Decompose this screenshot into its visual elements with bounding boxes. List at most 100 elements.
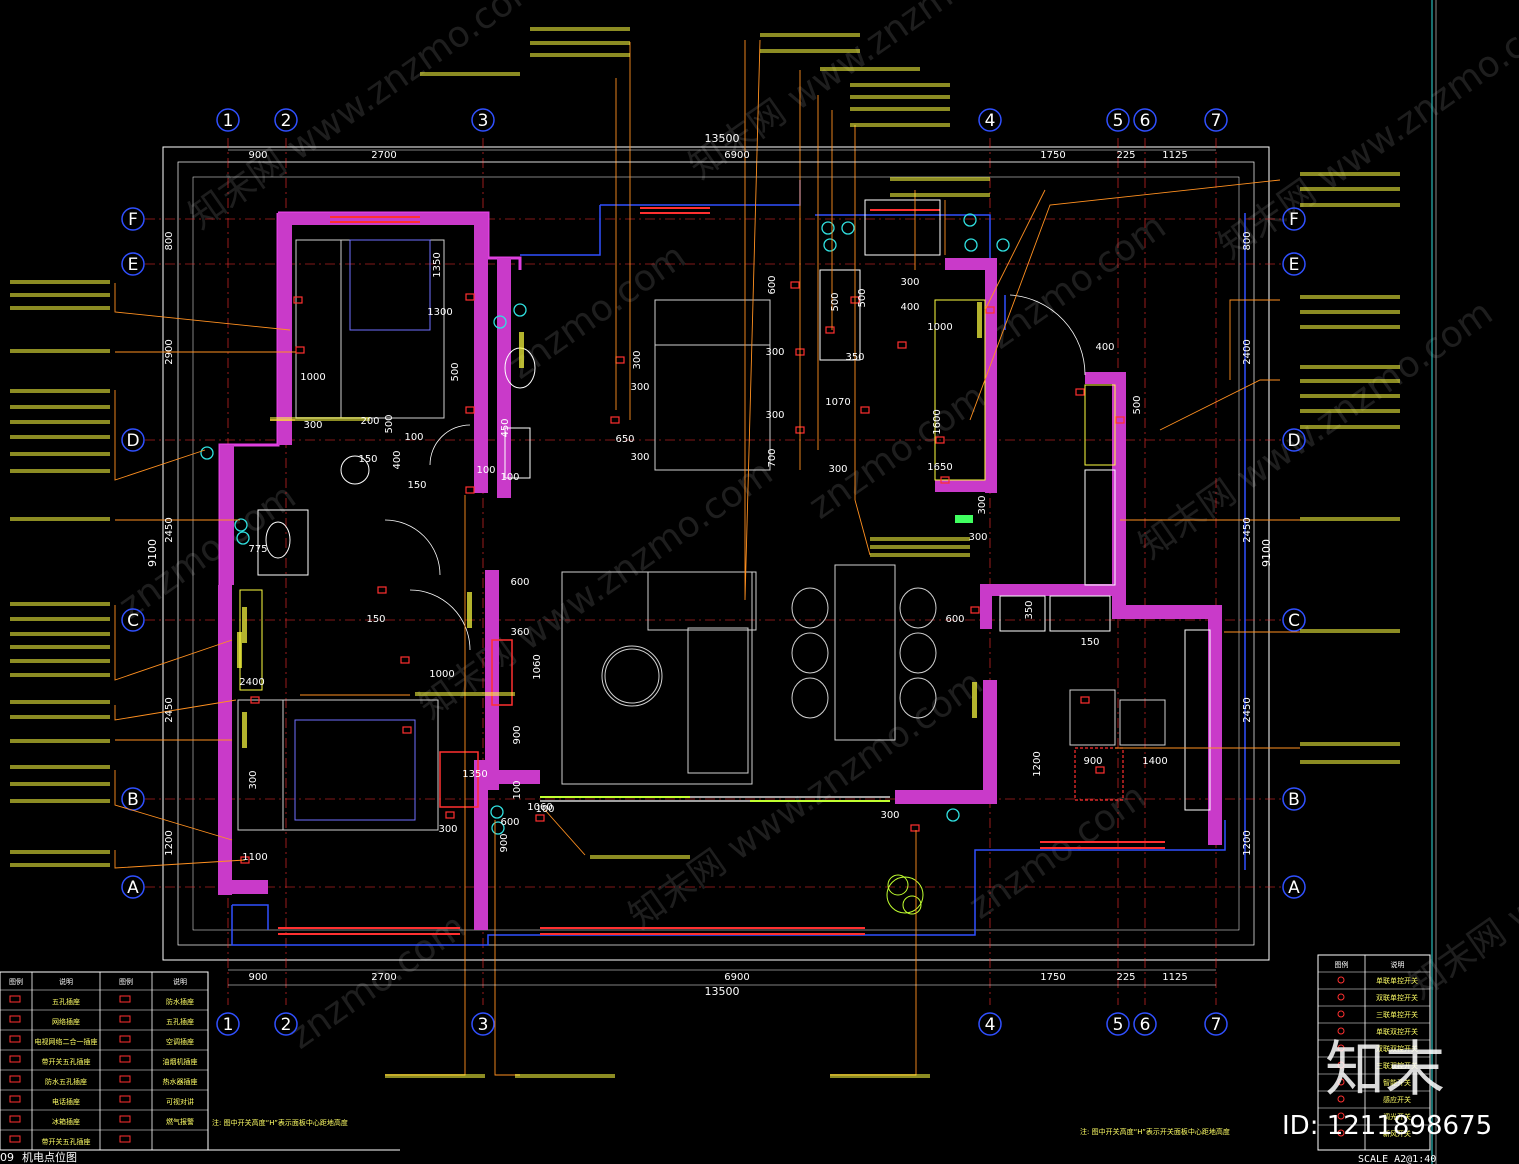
leader-line bbox=[114, 283, 291, 331]
dimension-interior: 300 bbox=[303, 420, 322, 431]
dimension-bottom: 2700 bbox=[371, 972, 396, 983]
annotation-label bbox=[1300, 760, 1400, 764]
legend-right: 图例说明单联单控开关双联单控开关三联单控开关单联双控开关双联双控开关三联双控开关… bbox=[1317, 954, 1431, 1151]
door-swings bbox=[384, 294, 1086, 651]
legend-right-desc: 新风开关 bbox=[1383, 1129, 1411, 1138]
distribution-box bbox=[439, 751, 479, 808]
outlet-symbol bbox=[970, 606, 980, 614]
legend-symbol bbox=[1337, 1061, 1345, 1069]
dimension-interior: 450 bbox=[500, 418, 511, 437]
dimension-interior: 1000 bbox=[927, 322, 952, 333]
dimension-interior: 300 bbox=[900, 277, 919, 288]
axis-label-horizontal: D bbox=[126, 431, 139, 451]
legend-left-desc: 可视对讲 bbox=[166, 1097, 194, 1106]
dimension-interior: 900 bbox=[1083, 756, 1102, 767]
axis-label-vertical: 6 bbox=[1140, 111, 1151, 131]
annotation-label bbox=[850, 95, 950, 99]
dimension-interior: 500 bbox=[384, 414, 395, 433]
dimension-interior: 150 bbox=[407, 480, 426, 491]
axis-label-vertical: 1 bbox=[223, 1015, 234, 1035]
dimension-interior: 300 bbox=[438, 824, 457, 835]
legend-left-desc: 燃气报警 bbox=[166, 1117, 194, 1126]
windows bbox=[278, 207, 1165, 935]
annotation-label bbox=[1300, 203, 1400, 207]
axis-bubble bbox=[1282, 428, 1306, 452]
annotation-label bbox=[890, 177, 990, 181]
axis-label-horizontal: E bbox=[1289, 255, 1300, 275]
axis-label-vertical: 1 bbox=[223, 111, 234, 131]
axis-bubble bbox=[978, 1012, 1002, 1036]
legend-left-desc: 五孔插座 bbox=[166, 1017, 194, 1026]
annotation-label bbox=[760, 33, 860, 37]
annotation-label bbox=[890, 193, 990, 197]
axis-bubble bbox=[471, 108, 495, 132]
leader-line bbox=[114, 605, 233, 681]
axis-label-horizontal: C bbox=[127, 611, 139, 631]
annotation-label bbox=[1300, 310, 1400, 314]
image-id: ID: 1211898675 bbox=[1282, 1111, 1492, 1141]
outlet-symbol bbox=[935, 436, 945, 444]
leader-line bbox=[1229, 299, 1280, 380]
dimension-interior: 500 bbox=[830, 292, 841, 311]
dimension-interior: 650 bbox=[615, 434, 634, 445]
axis-label-vertical: 5 bbox=[1113, 1015, 1124, 1035]
annotation-label bbox=[10, 765, 110, 769]
outlet-symbol bbox=[897, 341, 907, 349]
walls bbox=[218, 211, 1222, 930]
axis-label-vertical: 3 bbox=[478, 111, 489, 131]
annotation-label bbox=[10, 306, 110, 310]
legend-left-desc: 网络插座 bbox=[52, 1017, 80, 1026]
dimension-bottom-total: 13500 bbox=[705, 985, 740, 998]
annotation-label bbox=[1300, 172, 1400, 176]
legend-right-desc: 感应开关 bbox=[1383, 1095, 1411, 1104]
ceiling-fixture-symbol bbox=[491, 821, 505, 835]
outlet-symbol bbox=[910, 824, 920, 832]
outlet-symbol bbox=[790, 281, 800, 289]
legend-left-desc: 油烟机插座 bbox=[163, 1057, 198, 1066]
dimension-interior: 2400 bbox=[239, 677, 264, 688]
dimension-left: 1200 bbox=[164, 830, 175, 855]
dimension-interior: 1400 bbox=[1142, 756, 1167, 767]
axis-bubble bbox=[1282, 787, 1306, 811]
axis-bubble bbox=[274, 108, 298, 132]
axis-label-vertical: 4 bbox=[985, 1015, 996, 1035]
dimension-interior: 300 bbox=[977, 495, 988, 514]
legend-left-desc: 空调插座 bbox=[166, 1037, 194, 1046]
dimension-left: 2900 bbox=[164, 339, 175, 364]
dimension-top: 1125 bbox=[1162, 150, 1187, 161]
dimension-interior: 400 bbox=[900, 302, 919, 313]
annotation-label bbox=[1300, 517, 1400, 521]
legend-symbol bbox=[9, 995, 21, 1003]
legend-symbol bbox=[119, 1075, 131, 1083]
axis-label-vertical: 7 bbox=[1211, 1015, 1222, 1035]
legend-symbol bbox=[1337, 1095, 1345, 1103]
light-strip-symbol bbox=[242, 607, 247, 643]
axis-label-horizontal: B bbox=[127, 790, 139, 810]
dimension-interior: 600 bbox=[945, 614, 964, 625]
legend-left-desc: 热水器插座 bbox=[163, 1077, 198, 1086]
light-strip-symbol bbox=[519, 332, 524, 368]
legend-right-desc: 单联双控开关 bbox=[1376, 1027, 1418, 1036]
leader-line bbox=[494, 820, 520, 1076]
dimension-top: 225 bbox=[1116, 150, 1135, 161]
site-logo: 知末 bbox=[1325, 1035, 1445, 1105]
dimension-interior: 150 bbox=[358, 454, 377, 465]
annotation-label bbox=[850, 83, 950, 87]
leader-line bbox=[114, 699, 237, 721]
legend-right-desc: 调光开关 bbox=[1383, 1112, 1411, 1121]
title-block: 09 机电点位图 SCALE A2@1:40 bbox=[0, 1149, 1436, 1164]
light-strip-symbol bbox=[237, 632, 242, 668]
balcony-sliding-door bbox=[540, 796, 890, 802]
annotation-label bbox=[10, 673, 110, 677]
leader-line bbox=[830, 830, 917, 1076]
legend-symbol bbox=[1337, 1078, 1345, 1086]
dimension-bottom: 900 bbox=[248, 972, 267, 983]
outlet-symbol bbox=[465, 293, 475, 301]
dimension-bottom: 6900 bbox=[724, 972, 749, 983]
legend-left-header: 说明 bbox=[173, 977, 187, 986]
dimension-interior: 900 bbox=[512, 725, 523, 744]
annotation-label bbox=[820, 67, 920, 71]
annotation-label bbox=[10, 452, 110, 456]
legend-symbol bbox=[9, 1075, 21, 1083]
